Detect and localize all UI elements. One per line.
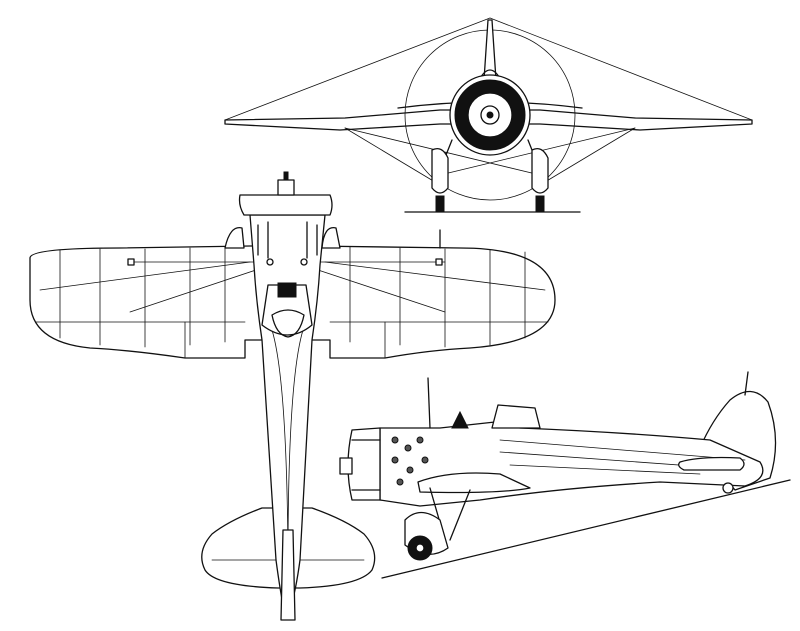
top-rudder: [280, 529, 296, 621]
side-antenna-mast: [744, 371, 749, 396]
top-spinner: [277, 179, 295, 196]
spinner-ring: [480, 105, 500, 125]
spinner-hub: [486, 111, 494, 119]
side-windscreen: [451, 410, 469, 429]
side-spinner: [339, 457, 353, 475]
front-view: [224, 17, 753, 213]
fuselage-spine: [271, 329, 304, 561]
side-landing-gear: [404, 487, 471, 561]
side-radio-mast: [427, 377, 431, 429]
side-tailplane: [678, 456, 745, 471]
side-tail-wheel: [722, 482, 734, 494]
left-wheel-fairing: [224, 227, 245, 249]
side-canopy: [491, 404, 541, 429]
cockpit-headrest: [277, 282, 297, 298]
top-wing-ribs: [35, 246, 549, 359]
side-engine-cowling: [347, 427, 381, 501]
top-view: [29, 171, 556, 621]
front-landing-gear: [431, 139, 549, 213]
side-wing: [417, 472, 531, 494]
side-view: [339, 371, 791, 579]
right-wheel-fairing: [321, 227, 341, 249]
top-engine-exhausts: [257, 221, 318, 259]
top-spinner-tip: [283, 171, 289, 181]
cockpit-opening: [271, 309, 305, 338]
side-ground-line: [381, 479, 791, 579]
side-engine-detail: [391, 436, 429, 486]
top-engine-cowling: [238, 194, 333, 216]
front-wing: [224, 109, 753, 131]
